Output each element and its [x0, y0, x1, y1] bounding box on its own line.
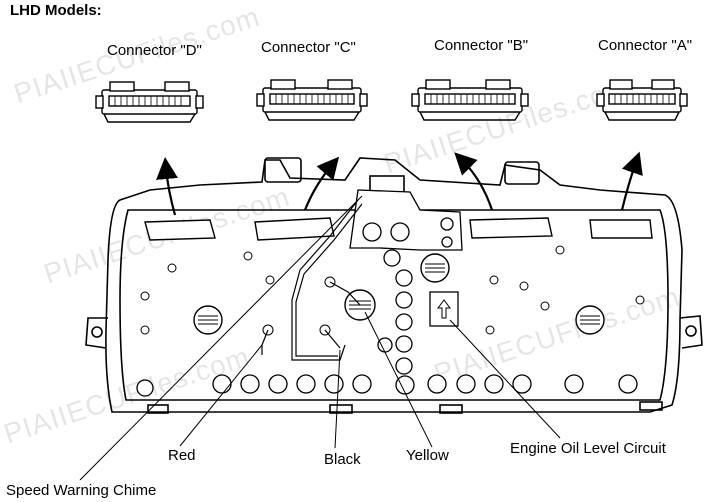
connector-d — [95, 81, 204, 123]
cluster-sockets — [144, 217, 653, 241]
connector-a — [596, 79, 688, 121]
gauge-pivots — [193, 253, 605, 335]
black-wire-label: Black — [324, 451, 361, 468]
cluster-housing — [85, 157, 703, 414]
connector-b-label: Connector "B" — [434, 37, 529, 54]
lamp-sockets — [136, 222, 638, 397]
page-title: LHD Models: — [10, 2, 102, 19]
engine-oil-level-label: Engine Oil Level Circuit — [510, 440, 666, 457]
connector-pins — [114, 94, 670, 106]
connector-a-label: Connector "A" — [598, 37, 693, 54]
screws — [140, 245, 645, 336]
oil-level-module — [429, 291, 459, 327]
wire-harness — [261, 199, 363, 361]
leader-lines — [79, 195, 561, 481]
connector-b — [411, 79, 529, 121]
speed-warning-chime-label: Speed Warning Chime — [6, 482, 157, 499]
connector-c-label: Connector "C" — [261, 39, 356, 56]
connector-arrows — [156, 151, 643, 216]
connector-d-label: Connector "D" — [107, 42, 202, 59]
pcb-plate — [349, 189, 463, 251]
red-wire-label: Red — [168, 447, 196, 464]
yellow-wire-label: Yellow — [406, 447, 449, 464]
